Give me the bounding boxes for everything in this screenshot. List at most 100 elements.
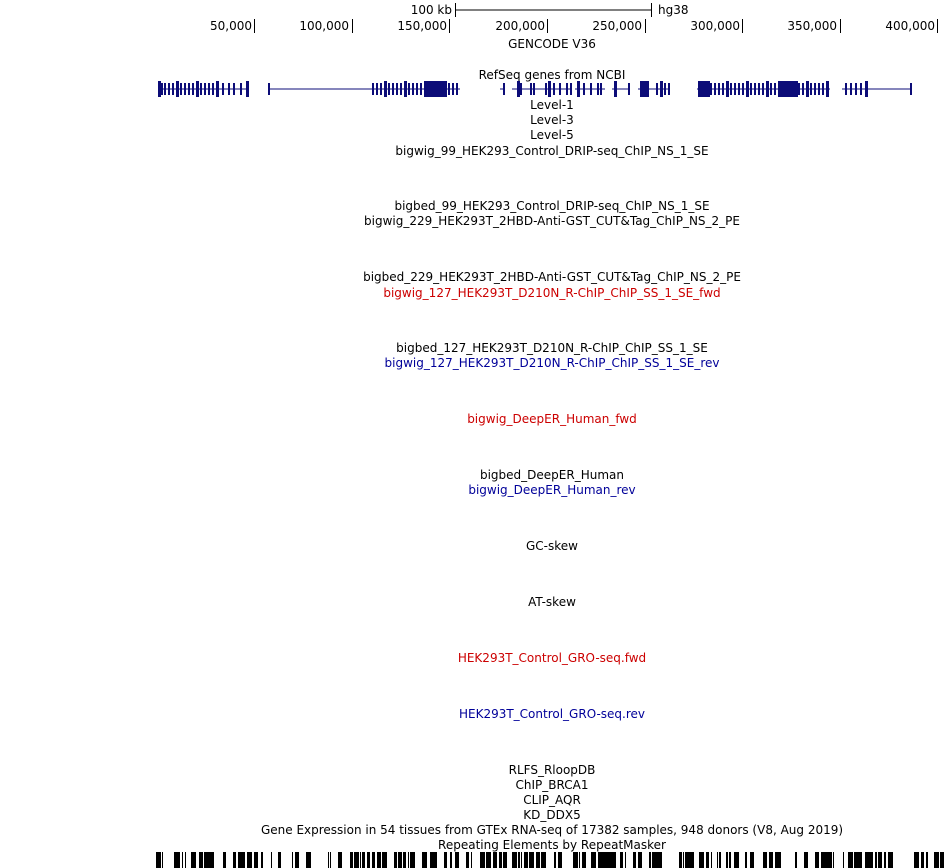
repeat-element bbox=[367, 852, 370, 868]
track-label-kd-ddx5[interactable]: KD_DDX5 bbox=[523, 808, 581, 822]
repeat-element bbox=[205, 852, 210, 868]
gene-exon bbox=[570, 83, 572, 95]
track-label-deeper-rev[interactable]: bigwig_DeepER_Human_rev bbox=[468, 483, 636, 497]
gene-exon bbox=[456, 83, 458, 95]
repeat-element bbox=[338, 852, 342, 868]
repeat-element bbox=[857, 852, 862, 868]
gene-exon bbox=[426, 81, 446, 97]
gene-exon bbox=[384, 81, 387, 97]
repeat-element bbox=[878, 852, 882, 868]
repeat-element bbox=[541, 852, 546, 868]
repeat-element bbox=[926, 852, 927, 868]
gene-exon bbox=[404, 81, 407, 97]
gene-exon bbox=[798, 83, 800, 95]
gene-exon bbox=[822, 83, 824, 95]
repeat-element bbox=[601, 852, 603, 868]
gene-exon bbox=[664, 83, 666, 95]
scale-bar-label: 100 kb bbox=[410, 3, 452, 17]
gene-exon bbox=[520, 83, 522, 95]
repeat-element bbox=[775, 852, 780, 868]
track-label-level-5[interactable]: Level-5 bbox=[530, 128, 574, 142]
track-label-bigbed-deeper[interactable]: bigbed_DeepER_Human bbox=[479, 468, 624, 482]
track-label-level-3[interactable]: Level-3 bbox=[530, 113, 574, 127]
ruler-tick-label: 250,000 bbox=[592, 19, 642, 33]
repeat-element bbox=[360, 852, 361, 868]
gene-exon bbox=[452, 83, 454, 95]
repeat-element bbox=[921, 852, 924, 868]
gene-exon bbox=[222, 83, 224, 95]
track-label-bigwig-127-fwd[interactable]: bigwig_127_HEK293T_D210N_R-ChIP_ChIP_SS_… bbox=[383, 286, 721, 300]
gene-exon bbox=[810, 83, 812, 95]
track-label-bigwig-99[interactable]: bigwig_99_HEK293_Control_DRIP-seq_ChIP_N… bbox=[395, 144, 709, 158]
ruler-tick bbox=[937, 19, 938, 33]
gene-exon bbox=[388, 83, 390, 95]
ruler-tick-label: 150,000 bbox=[397, 19, 447, 33]
repeat-element bbox=[685, 852, 689, 868]
repeat-element bbox=[254, 852, 258, 868]
track-label-bigwig-229[interactable]: bigwig_229_HEK293T_2HBD-Anti-GST_CUT&Tag… bbox=[364, 214, 740, 228]
gene-exon bbox=[730, 83, 732, 95]
repeat-element bbox=[726, 852, 728, 868]
repeat-element bbox=[524, 852, 528, 868]
repeat-element bbox=[854, 852, 857, 868]
gene-exon bbox=[176, 81, 179, 97]
gene-exon bbox=[628, 83, 630, 95]
gene-exon bbox=[184, 83, 186, 95]
repeat-element bbox=[780, 852, 781, 868]
repeat-element bbox=[210, 852, 214, 868]
repeat-element bbox=[745, 852, 747, 868]
track-label-at-skew[interactable]: AT-skew bbox=[528, 595, 576, 609]
gene-exon bbox=[533, 83, 535, 95]
gene-exon bbox=[204, 83, 206, 95]
repeat-element bbox=[927, 852, 928, 868]
gene-exon bbox=[600, 83, 602, 95]
repeat-element bbox=[750, 852, 751, 868]
gene-exon bbox=[597, 83, 599, 95]
gene-exon bbox=[774, 83, 776, 95]
repeatmasker-density-track[interactable] bbox=[156, 852, 944, 868]
gene-exon bbox=[656, 83, 658, 95]
repeat-element bbox=[241, 852, 243, 868]
repeat-element bbox=[394, 852, 397, 868]
track-label-clip-aqr[interactable]: CLIP_AQR bbox=[523, 793, 581, 807]
track-label-rlfs-rloopdb[interactable]: RLFS_RloopDB bbox=[508, 763, 596, 777]
repeat-element bbox=[815, 852, 819, 868]
track-label-gro-seq-rev[interactable]: HEK293T_Control_GRO-seq.rev bbox=[458, 707, 646, 721]
gene-exon bbox=[865, 81, 868, 97]
repeat-element bbox=[159, 852, 161, 868]
track-label-gro-seq-fwd[interactable]: HEK293T_Control_GRO-seq.fwd bbox=[457, 651, 647, 665]
repeat-element bbox=[223, 852, 226, 868]
repeat-element bbox=[825, 852, 829, 868]
gene-exon bbox=[161, 83, 163, 95]
track-label-bigbed-127[interactable]: bigbed_127_HEK293T_D210N_R-ChIP_ChIP_SS_… bbox=[396, 341, 708, 355]
repeat-element bbox=[185, 852, 186, 868]
track-label-gc-skew[interactable]: GC-skew bbox=[526, 539, 578, 553]
track-label-gencode[interactable]: GENCODE V36 bbox=[508, 37, 596, 51]
track-label-level-1[interactable]: Level-1 bbox=[530, 98, 574, 112]
gene-exon bbox=[553, 83, 555, 95]
repeat-element bbox=[468, 852, 469, 868]
repeat-element bbox=[156, 852, 159, 868]
track-label-deeper-fwd[interactable]: bigwig_DeepER_Human_fwd bbox=[467, 412, 637, 426]
track-label-gtex-expression[interactable]: Gene Expression in 54 tissues from GTEx … bbox=[260, 823, 844, 837]
repeat-element bbox=[238, 852, 241, 868]
gene-exon bbox=[180, 83, 182, 95]
repeat-element bbox=[328, 852, 329, 868]
track-label-bigbed-229[interactable]: bigbed_229_HEK293T_2HBD-Anti-GST_CUT&Tag… bbox=[363, 270, 741, 284]
track-label-refseq[interactable]: RefSeq genes from NCBI bbox=[478, 68, 626, 82]
repeat-element bbox=[199, 852, 203, 868]
track-label-bigwig-127-rev[interactable]: bigwig_127_HEK293T_D210N_R-ChIP_ChIP_SS_… bbox=[384, 356, 720, 370]
track-label-bigbed-99[interactable]: bigbed_99_HEK293_Control_DRIP-seq_ChIP_N… bbox=[394, 199, 710, 213]
gene-exon bbox=[208, 83, 210, 95]
refseq-gene-models[interactable] bbox=[158, 81, 912, 97]
scale-bar bbox=[455, 3, 652, 17]
repeat-element bbox=[769, 852, 773, 868]
repeat-element bbox=[888, 852, 892, 868]
track-label-repeatmasker[interactable]: Repeating Elements by RepeatMasker bbox=[438, 838, 666, 852]
repeat-element bbox=[403, 852, 406, 868]
repeat-element bbox=[377, 852, 381, 868]
track-label-chip-brca1[interactable]: ChIP_BRCA1 bbox=[515, 778, 589, 792]
repeat-element bbox=[182, 852, 183, 868]
